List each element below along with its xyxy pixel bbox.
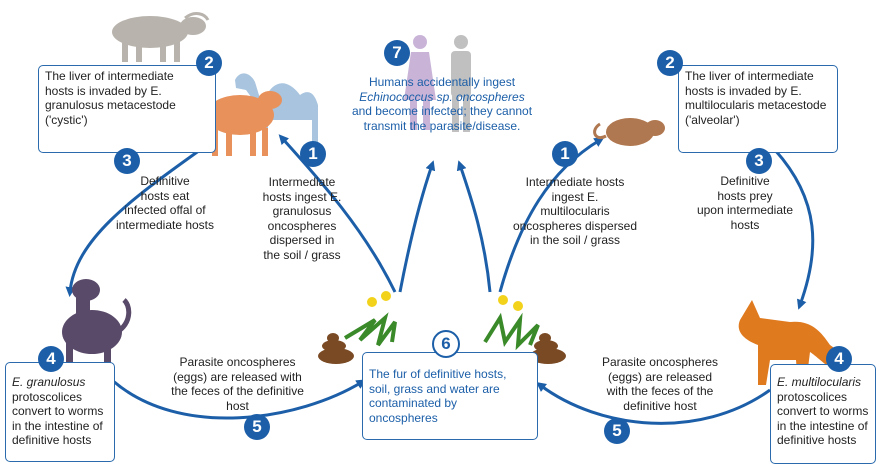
step-2-left-line-4: ('cystic') — [45, 112, 88, 127]
step-4-right-line-2: protoscolices — [777, 389, 848, 404]
step-1-left-line-2: hosts ingest E. — [262, 189, 342, 204]
step-2-right-badge: 2 — [657, 50, 683, 76]
step-2-right-box: The liver of intermediate hosts is invad… — [678, 65, 838, 153]
step-5-right-line-1: Parasite oncospheres — [601, 355, 719, 369]
step-5-left-line-4: host — [226, 398, 249, 413]
step-1-left-line-1: Intermediate — [268, 175, 336, 189]
step-1-right-line-3: multilocularis — [540, 204, 610, 218]
cycle-arrows — [65, 134, 815, 425]
arrow-left-2-to-3 — [65, 148, 201, 297]
arrow-right-2-to-3 — [773, 148, 815, 310]
step-3-left-line-4: intermediate hosts — [115, 217, 215, 232]
step-3-right-text: Definitive hosts prey upon intermediate … — [680, 174, 810, 232]
step-6-line-4: oncospheres — [369, 410, 438, 425]
dog-icon — [62, 279, 132, 364]
step-3-left-text: Definitive hosts eat infected offal of i… — [90, 174, 240, 232]
step-4-left-line-2: protoscolices — [12, 389, 83, 404]
dandelion-icon — [343, 291, 540, 351]
step-5-left-text: Parasite oncospheres (eggs) are released… — [150, 355, 325, 413]
arrow-right-1-to-2 — [498, 137, 605, 293]
step-1-right-badge: 1 — [552, 141, 578, 167]
step-3-right-line-4: hosts — [730, 217, 760, 232]
step-1-right-line-1: Intermediate hosts — [525, 175, 625, 189]
step-2-left-line-3: granulosus metacestode — [45, 98, 176, 112]
step-6-line-3: contaminated by — [369, 396, 458, 410]
step-2-left-badge: 2 — [196, 50, 222, 76]
step-7-line-4: transmit the parasite/disease. — [363, 118, 521, 133]
step-4-right-badge: 4 — [826, 346, 852, 372]
step-1-left-text: Intermediate hosts ingest E. granulosus … — [240, 175, 364, 262]
step-4-right-line-3: convert to worms — [777, 404, 869, 418]
step-3-right-badge: 3 — [746, 148, 772, 174]
step-1-left-badge: 1 — [300, 141, 326, 167]
arrow-6-to-7-left — [398, 160, 436, 293]
step-4-left-badge: 4 — [38, 346, 64, 372]
step-1-right-line-4: oncospheres dispersed — [512, 218, 638, 233]
arrow-left-1-to-2 — [278, 134, 397, 293]
step-5-left-badge: 5 — [244, 414, 270, 440]
step-7-line-3: and become infected; they cannot — [351, 104, 533, 118]
step-5-left-line-3: the feces of the definitive — [171, 384, 304, 398]
step-2-left-box: The liver of intermediate hosts is invad… — [38, 65, 216, 153]
step-3-left-line-1: Definitive — [140, 174, 190, 188]
step-3-right-line-1: Definitive — [720, 174, 770, 188]
step-1-right-line-5: in the soil / grass — [529, 233, 621, 247]
step-4-right-line-1: E. multilocularis — [777, 375, 862, 389]
step-1-left-line-3: granulosus — [272, 204, 332, 218]
step-5-right-badge: 5 — [604, 418, 630, 444]
buffalo-icon — [112, 12, 210, 62]
step-4-left-box: E. granulosus protoscolices convert to w… — [5, 362, 115, 462]
step-5-right-text: Parasite oncospheres (eggs) are released… — [585, 355, 735, 413]
step-2-right-line-2: hosts is invaded by E. — [685, 83, 802, 98]
step-3-left-badge: 3 — [114, 148, 140, 174]
step-2-right-line-4: ('alveolar') — [685, 112, 740, 127]
fox-icon — [738, 300, 846, 385]
step-2-left-line-2: hosts is invaded by E. — [45, 83, 162, 98]
step-2-right-line-1: The liver of intermediate — [685, 69, 814, 83]
step-6-badge: 6 — [432, 330, 460, 358]
step-1-left-line-6: the soil / grass — [263, 247, 341, 262]
step-4-left-line-4: in the intestine of — [12, 418, 103, 433]
step-4-right-line-5: definitive hosts — [777, 433, 857, 447]
step-4-right-box: E. multilocularis protoscolices convert … — [770, 364, 876, 464]
step-1-right-line-2: ingest E. — [551, 189, 599, 204]
step-5-left-line-1: Parasite oncospheres — [179, 355, 296, 369]
step-3-left-line-3: infected offal of — [124, 203, 206, 217]
step-3-right-line-3: upon intermediate — [696, 203, 794, 217]
rodent-icon — [593, 118, 665, 146]
arrow-right-4-to-5 — [535, 382, 771, 425]
step-6-line-2: soil, grass and water are — [369, 381, 500, 396]
step-1-right-text: Intermediate hosts ingest E. multilocula… — [500, 175, 650, 248]
step-4-left-line-1: E. granulosus — [12, 375, 86, 389]
step-1-left-line-4: oncospheres — [267, 218, 337, 233]
step-4-right-line-4: in the intestine of — [777, 418, 868, 433]
human-silhouette-icon — [404, 35, 471, 132]
step-6-line-1: The fur of definitive hosts, — [369, 367, 507, 381]
arrow-6-to-7-right — [456, 160, 492, 293]
step-2-right-line-3: multilocularis metacestode — [685, 98, 827, 112]
step-7-line-1: Humans accidentally ingest — [368, 75, 516, 89]
step-5-right-line-2: (eggs) are released — [607, 369, 713, 384]
step-7-line-2: Echinococcus sp. oncospheres — [359, 89, 525, 104]
step-4-left-line-5: definitive hosts — [12, 433, 92, 447]
step-1-left-line-5: dispersed in — [269, 233, 335, 247]
step-7-badge: 7 — [384, 40, 410, 66]
step-3-left-line-2: hosts eat — [140, 188, 190, 203]
step-5-right-line-4: definitive host — [623, 398, 697, 413]
step-7-text: Humans accidentally ingest Echinococcus … — [337, 75, 547, 133]
arrow-left-4-to-5 — [111, 378, 367, 420]
step-5-right-line-3: with the feces of the — [606, 384, 714, 398]
sheep-icon — [206, 91, 282, 156]
step-2-left-line-1: The liver of intermediate — [45, 69, 174, 83]
step-5-left-line-2: (eggs) are released with — [173, 369, 302, 384]
step-4-left-line-3: convert to worms — [12, 404, 104, 418]
feces-icon — [318, 333, 566, 364]
step-3-right-line-2: hosts prey — [717, 188, 773, 203]
camel-icon — [235, 73, 318, 150]
step-6-box: The fur of definitive hosts, soil, grass… — [362, 352, 538, 440]
